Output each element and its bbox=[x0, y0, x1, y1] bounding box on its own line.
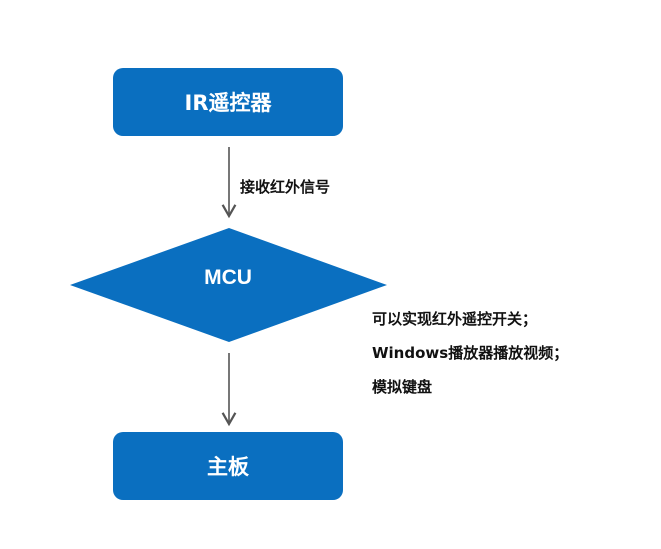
mainboard-node: 主板 bbox=[113, 432, 343, 500]
mcu-decision-diamond bbox=[70, 228, 387, 342]
mcu-note-ir-switch: 可以实现红外遥控开关； bbox=[372, 310, 538, 328]
ir-remote-node: IR遥控器 bbox=[113, 68, 343, 136]
ir-remote-label: IR遥控器 bbox=[184, 91, 272, 115]
mcu-notes: 可以实现红外遥控开关； Windows播放器播放视频； 模拟键盘 bbox=[372, 302, 568, 404]
mcu-label: MCU bbox=[204, 266, 252, 289]
mcu-note-windows-player: Windows播放器播放视频； bbox=[372, 344, 569, 362]
edge-label-receive-ir-signal: 接收红外信号 bbox=[240, 178, 331, 196]
mcu-note-keyboard: 模拟键盘 bbox=[372, 378, 433, 396]
mainboard-label: 主板 bbox=[207, 455, 249, 479]
